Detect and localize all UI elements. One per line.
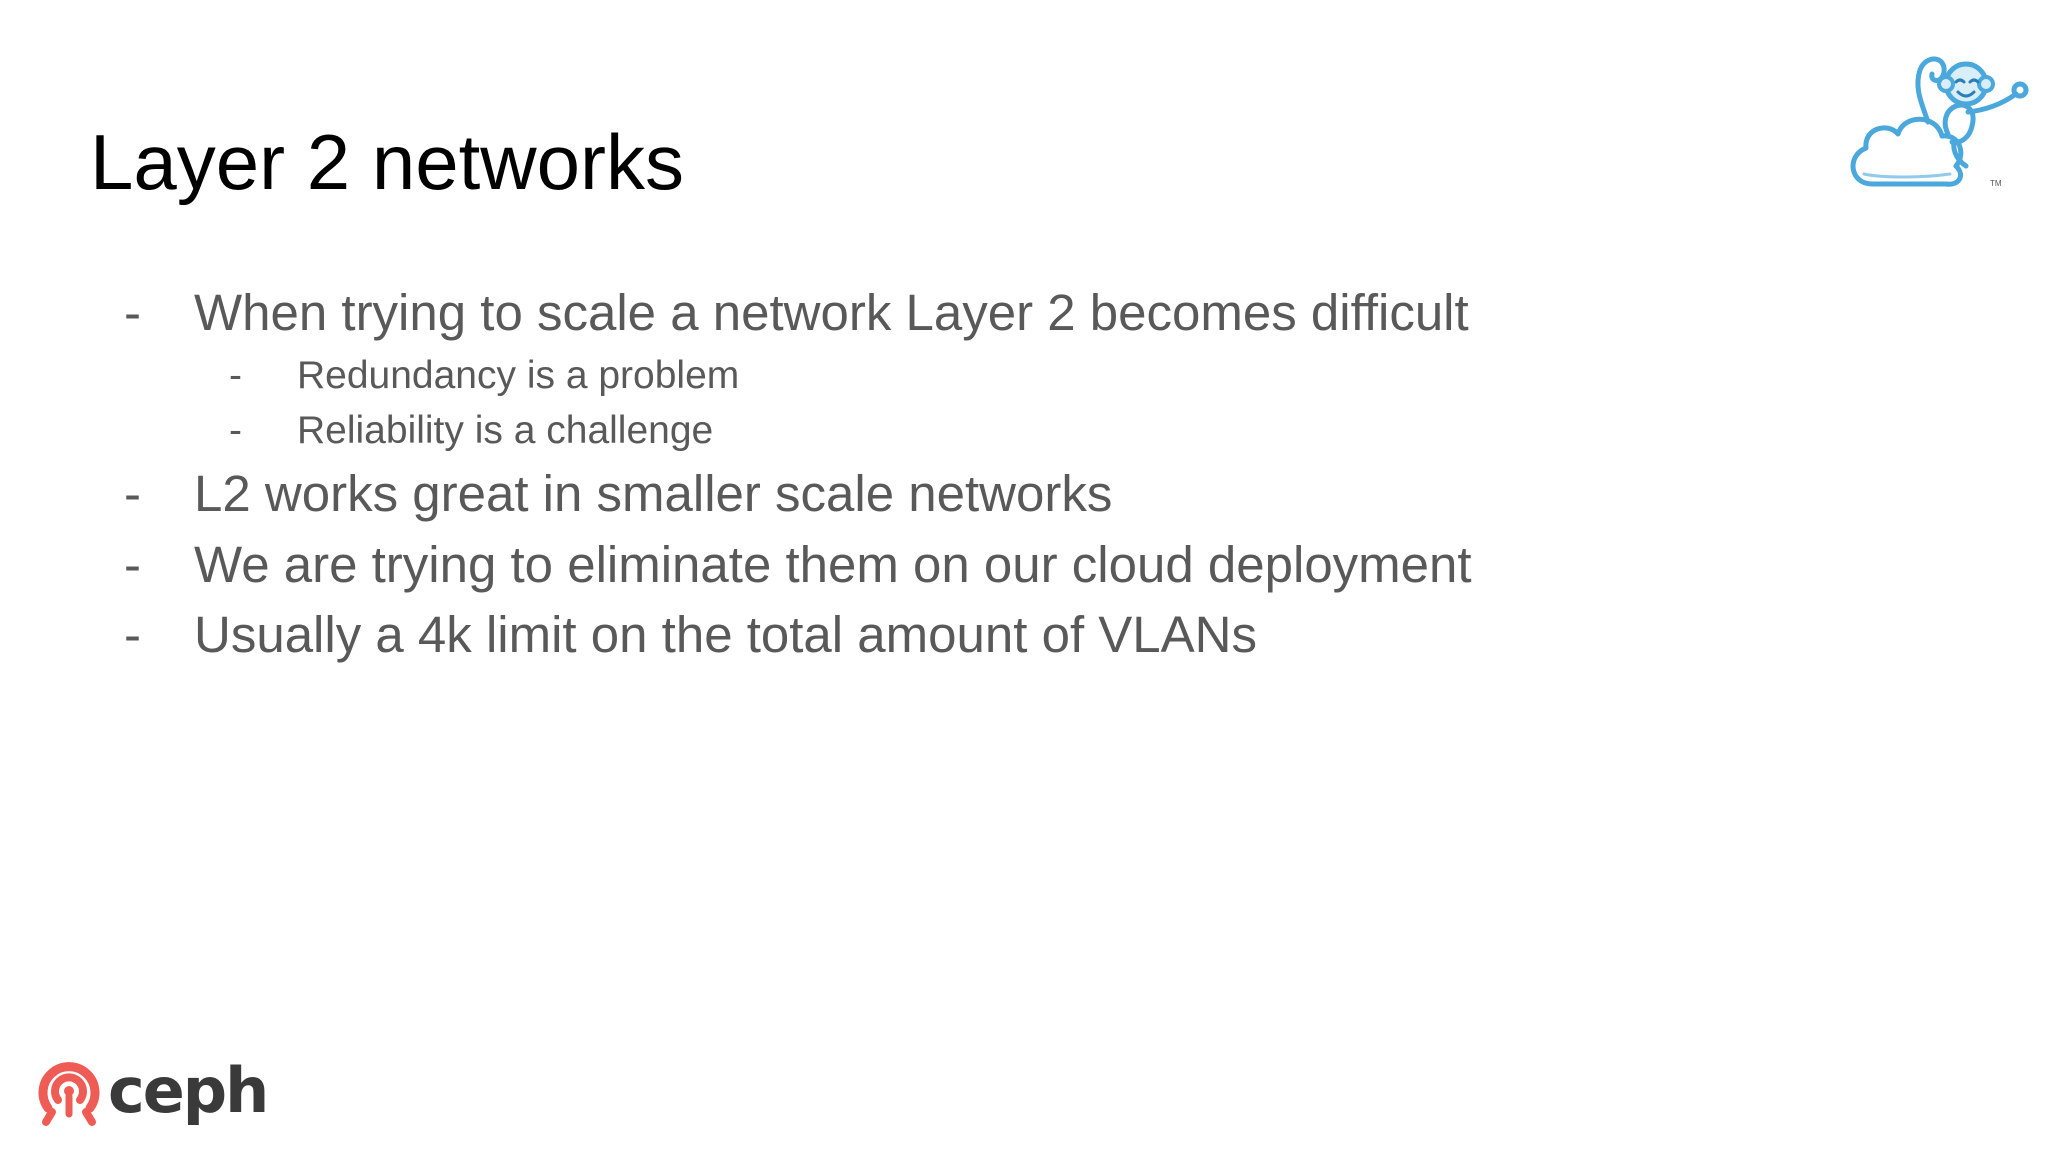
bullet-text: Usually a 4k limit on the total amount o… [194,606,1258,663]
ceph-logo-icon [38,1062,100,1126]
slide-title: Layer 2 networks [90,118,684,206]
bullet-dash: - [229,409,242,452]
bullet-text: L2 works great in smaller scale networks [194,465,1113,522]
ceph-logo: ceph [38,1054,269,1127]
bullet-dash: - [124,536,141,593]
bullet-text: We are trying to eliminate them on our c… [194,536,1472,593]
ceph-wordmark: ceph [108,1054,267,1127]
bullet-text: Redundancy is a problem [297,354,740,397]
cloud-monkey-logo-icon: TM [1850,56,2029,188]
bullet-dash: - [229,354,242,397]
bullet-dash: - [124,606,141,663]
bullet-text: When trying to scale a network Layer 2 b… [194,284,1469,341]
bullet-dash: - [124,284,141,341]
bullet-text: Reliability is a challenge [297,409,714,452]
bullet-dash: - [124,465,141,522]
trademark-symbol: TM [1990,179,2002,188]
